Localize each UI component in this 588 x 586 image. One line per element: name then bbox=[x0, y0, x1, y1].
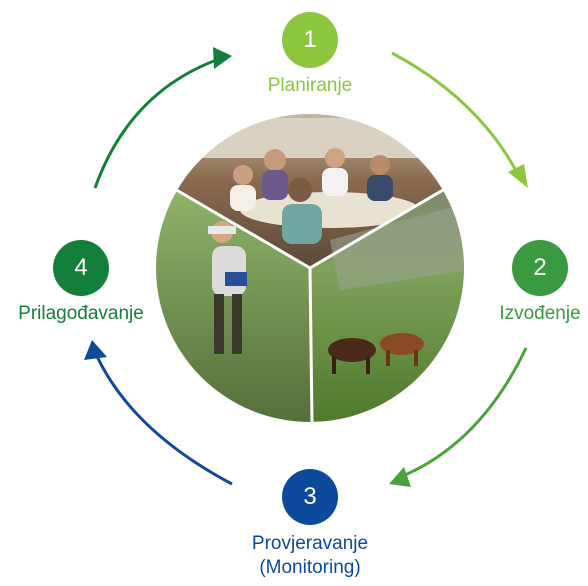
pie-dividers bbox=[172, 186, 444, 423]
clipboard bbox=[225, 272, 247, 286]
step-1-label: Planiranje bbox=[267, 75, 353, 96]
cow-leg bbox=[386, 350, 390, 366]
arrowheads bbox=[84, 47, 528, 487]
cow-leg bbox=[414, 350, 418, 366]
step-3-badge: 3 bbox=[282, 469, 338, 525]
step-3-label: Provjeravanje bbox=[251, 533, 369, 554]
rocks bbox=[330, 205, 464, 290]
person-head bbox=[370, 155, 390, 175]
arrow-implementation-to-monitoring bbox=[397, 347, 528, 480]
person-head bbox=[264, 149, 286, 171]
person-body bbox=[282, 204, 322, 244]
cow-leg bbox=[366, 356, 370, 374]
meeting-wall bbox=[190, 118, 440, 158]
step-4-label: Prilagođavanje bbox=[18, 303, 144, 324]
person-body bbox=[367, 175, 393, 201]
person-body bbox=[322, 168, 348, 196]
arrowhead-2 bbox=[389, 467, 411, 487]
arrowhead-1 bbox=[508, 164, 528, 188]
person-leg bbox=[214, 294, 224, 354]
person-head bbox=[288, 178, 312, 202]
person-leg bbox=[232, 294, 242, 354]
cow bbox=[328, 338, 376, 362]
arrow-adaptation-to-planning bbox=[93, 56, 223, 189]
person-body bbox=[262, 170, 288, 200]
cow bbox=[380, 333, 424, 355]
step-3-sublabel: (Monitoring) bbox=[259, 557, 361, 578]
person-head bbox=[233, 165, 253, 185]
person-cap bbox=[208, 226, 236, 234]
cow-leg bbox=[332, 356, 336, 374]
person-body bbox=[212, 246, 246, 296]
person-head bbox=[325, 148, 345, 168]
arrow-monitoring-to-adaptation bbox=[93, 351, 233, 486]
step-1-badge: 1 bbox=[282, 12, 338, 68]
step-2-label: Izvođenje bbox=[499, 303, 581, 324]
arrowhead-3 bbox=[84, 340, 107, 360]
arrowhead-4 bbox=[213, 47, 232, 69]
step-2-badge: 2 bbox=[512, 240, 568, 296]
person-body bbox=[230, 185, 256, 211]
arrow-planning-to-implementation bbox=[391, 51, 522, 179]
step-4-badge: 4 bbox=[53, 240, 109, 296]
